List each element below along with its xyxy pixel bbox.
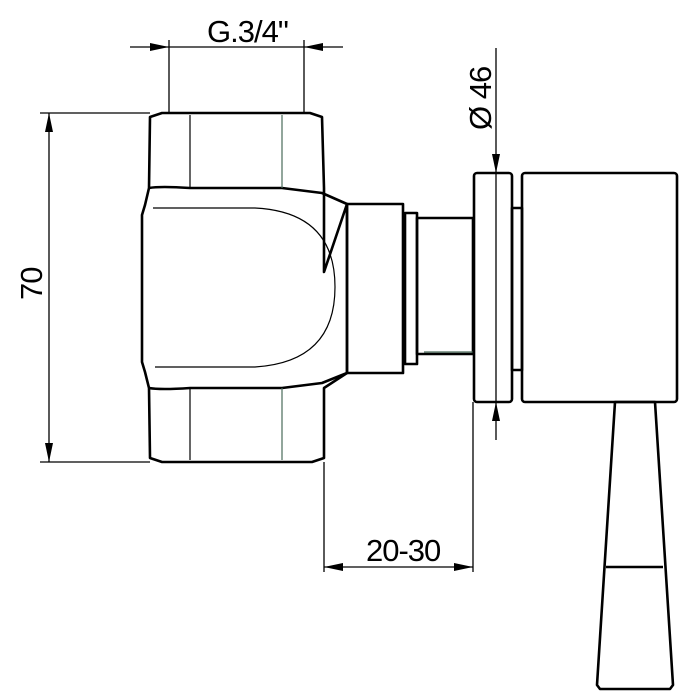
arrow-icon <box>45 443 53 462</box>
body-bottom-shoulder <box>148 371 348 391</box>
escutcheon-spacer <box>510 206 524 372</box>
height-dimension: 70 <box>14 112 150 463</box>
arrow-icon <box>492 154 500 173</box>
valve-stem <box>415 216 475 356</box>
height-label: 70 <box>14 267 49 300</box>
diameter-label: Ø 46 <box>463 67 498 130</box>
arrow-icon <box>304 43 323 51</box>
depth-dimension: 20-30 <box>323 402 474 572</box>
arrow-icon <box>492 402 500 421</box>
body-outline <box>140 111 349 464</box>
escutcheon-plate <box>472 171 514 404</box>
body-inner-contour <box>153 207 336 368</box>
valve-nut <box>345 202 405 375</box>
thread-dimension: G.3/4" <box>130 14 343 112</box>
arrow-icon <box>150 43 169 51</box>
valve-ring <box>403 211 419 366</box>
thread-label: G.3/4" <box>207 14 288 49</box>
handle-lever <box>595 400 675 691</box>
arrow-icon <box>324 563 343 571</box>
diameter-dimension: Ø 46 <box>463 48 500 440</box>
body-top-shoulder <box>148 185 348 206</box>
arrow-icon <box>45 113 53 132</box>
arrow-icon <box>454 563 473 571</box>
depth-label: 20-30 <box>366 533 441 568</box>
valve-body <box>140 111 349 464</box>
handle-body <box>520 171 679 404</box>
